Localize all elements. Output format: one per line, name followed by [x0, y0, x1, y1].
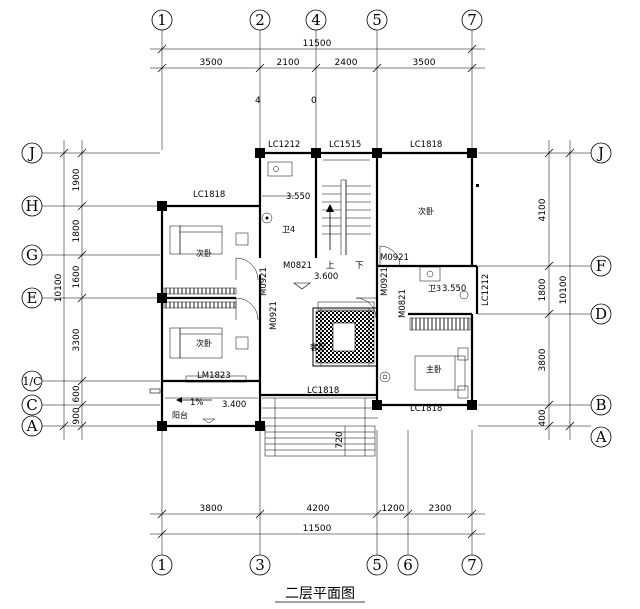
dim-bottom-seg-2: 4200: [307, 504, 330, 514]
axis-bottom-1: 1: [157, 556, 167, 574]
axis-left-J: J: [27, 144, 35, 162]
label-m0921-top: M0921: [380, 253, 409, 263]
dim-bottom-seg-3: 1200: [382, 504, 405, 514]
label-lc1818-left: LC1818: [193, 190, 225, 200]
axis-left-A: A: [26, 417, 38, 435]
dim-top-seg-2: 2100: [277, 58, 300, 68]
dim-top-seg-3: 2400: [335, 58, 358, 68]
balcony: 阳台 3.400 1%: [149, 375, 258, 424]
room-wc-right: 卫3: [428, 284, 441, 293]
dim-bottom-seg-4: 2300: [429, 504, 452, 514]
label-lc1818-bottom-mid: LC1818: [307, 386, 339, 396]
axis-left-E: E: [27, 289, 38, 307]
drawing-title: 二层平面图: [285, 586, 355, 602]
bottom-dimensions: 3800 4200 1200 2300 11500: [150, 430, 485, 555]
room-bedroom-top-right: 次卧: [418, 206, 434, 216]
top-axis-bubbles: 1 2 4 5 7: [151, 9, 483, 31]
axis-left-1C: 1/C: [22, 375, 41, 388]
axis-top-5: 5: [372, 11, 382, 29]
bedroom-left-upper: 次卧: [169, 225, 259, 281]
stair-down-label: 下: [355, 261, 364, 271]
axis-top-4: 4: [311, 11, 321, 29]
walls: [157, 148, 479, 431]
label-lc1818-top-right: LC1818: [410, 140, 442, 150]
right-dimensions: 4100 1800 3800 400 10100: [478, 140, 591, 440]
label-lc1818-bottom-right: LC1818: [410, 404, 442, 414]
left-axis-bubbles: J H G E 1/C C A: [21, 142, 43, 437]
label-m0821-mid: M0821: [283, 261, 312, 271]
dim-top-total: 11500: [303, 39, 332, 49]
axis-left-C: C: [26, 396, 37, 414]
dim-left-seg-1: 1900: [72, 168, 82, 191]
room-balcony: 阳台: [172, 410, 188, 420]
dim-left-seg-4: 3300: [72, 328, 82, 351]
dim-bottom-seg-1: 3800: [200, 504, 223, 514]
axis-top-1: 1: [157, 11, 167, 29]
dim-left-seg-5: 600: [72, 385, 82, 402]
bedroom-top-right: 次卧: [379, 184, 479, 267]
label-lc1212-right: LC1212: [481, 274, 491, 306]
room-master: 主卧: [426, 364, 442, 374]
room-wc-left: 卫4: [282, 225, 295, 234]
axis-top-2: 2: [255, 11, 265, 29]
label-lc1212-top: LC1212: [268, 140, 300, 150]
entry-steps: 720: [262, 397, 378, 457]
axis-bottom-7: 7: [467, 556, 477, 574]
axis-top-7: 7: [467, 11, 477, 29]
room-bedroom-left-2: 次卧: [196, 338, 212, 348]
dim-right-seg-1: 4100: [538, 198, 548, 221]
dim-left-seg-3: 1600: [72, 265, 82, 288]
label-m0921-b: M0921: [269, 301, 279, 330]
wc-right: 卫3 3.550: [419, 266, 469, 300]
axis-bottom-3: 3: [255, 556, 265, 574]
axis-right-J: J: [596, 144, 604, 162]
axis-right-F: F: [596, 257, 606, 275]
elev-3400: 3.400: [222, 400, 246, 410]
dim-top-seg-4: 3500: [413, 58, 436, 68]
living-room: 客厅 3.600: [293, 272, 391, 383]
axis-bottom-5: 5: [372, 556, 382, 574]
label-lm1823: LM1823: [197, 371, 231, 381]
slope-label: 1%: [190, 398, 204, 408]
dim-right-total: 10100: [559, 275, 569, 304]
dim-left-seg-2: 1800: [72, 219, 82, 242]
label-m0821-right: M0821: [398, 289, 408, 318]
top-dimensions: 11500 3500 2100 2400 3500 4 0: [150, 30, 485, 150]
dim-left-seg-6: 900: [72, 407, 82, 424]
elev-3550-left: 3.550: [286, 192, 310, 202]
right-axis-bubbles: J F D B A: [590, 142, 612, 448]
opening-labels: LC1212 LC1515 LC1818 LC1818 LM1823 LC181…: [193, 140, 491, 414]
stair-up-label: 上: [326, 261, 335, 271]
label-m0921-c: M0921: [380, 267, 390, 296]
dim-right-seg-3: 3800: [538, 348, 548, 371]
dim-stair-720: 720: [335, 431, 345, 448]
elev-3600: 3.600: [314, 272, 338, 282]
dim-right-seg-4: 400: [538, 409, 548, 426]
axis-bottom-6: 6: [403, 556, 413, 574]
label-m0921-a: M0921: [259, 267, 269, 296]
small-dim-4: 4: [255, 96, 261, 106]
room-living: 客厅: [310, 342, 326, 352]
master-bedroom: 主卧: [409, 317, 471, 399]
dim-bottom-total: 11500: [303, 524, 332, 534]
axis-right-D: D: [595, 305, 607, 323]
bottom-axis-bubbles: 1 3 5 6 7: [151, 554, 483, 576]
axis-left-H: H: [25, 197, 38, 215]
dim-top-seg-1: 3500: [200, 58, 223, 68]
bedroom-left-lower: 次卧: [169, 297, 259, 359]
label-lc1515: LC1515: [329, 140, 361, 150]
dim-right-seg-2: 1800: [538, 278, 548, 301]
dim-left-total: 10100: [54, 273, 64, 302]
staircase: 上 下: [322, 159, 371, 271]
axis-right-A: A: [595, 428, 607, 446]
axis-left-G: G: [26, 246, 38, 264]
wc-left: 3.550 卫4: [261, 161, 310, 234]
axis-right-B: B: [595, 396, 606, 414]
small-dim-0: 0: [311, 96, 317, 106]
left-dimensions: 10100 1900 1800 1600 3300 600 900: [42, 140, 160, 440]
elev-3550-right: 3.550: [442, 284, 466, 294]
room-bedroom-left-1: 次卧: [196, 248, 212, 258]
